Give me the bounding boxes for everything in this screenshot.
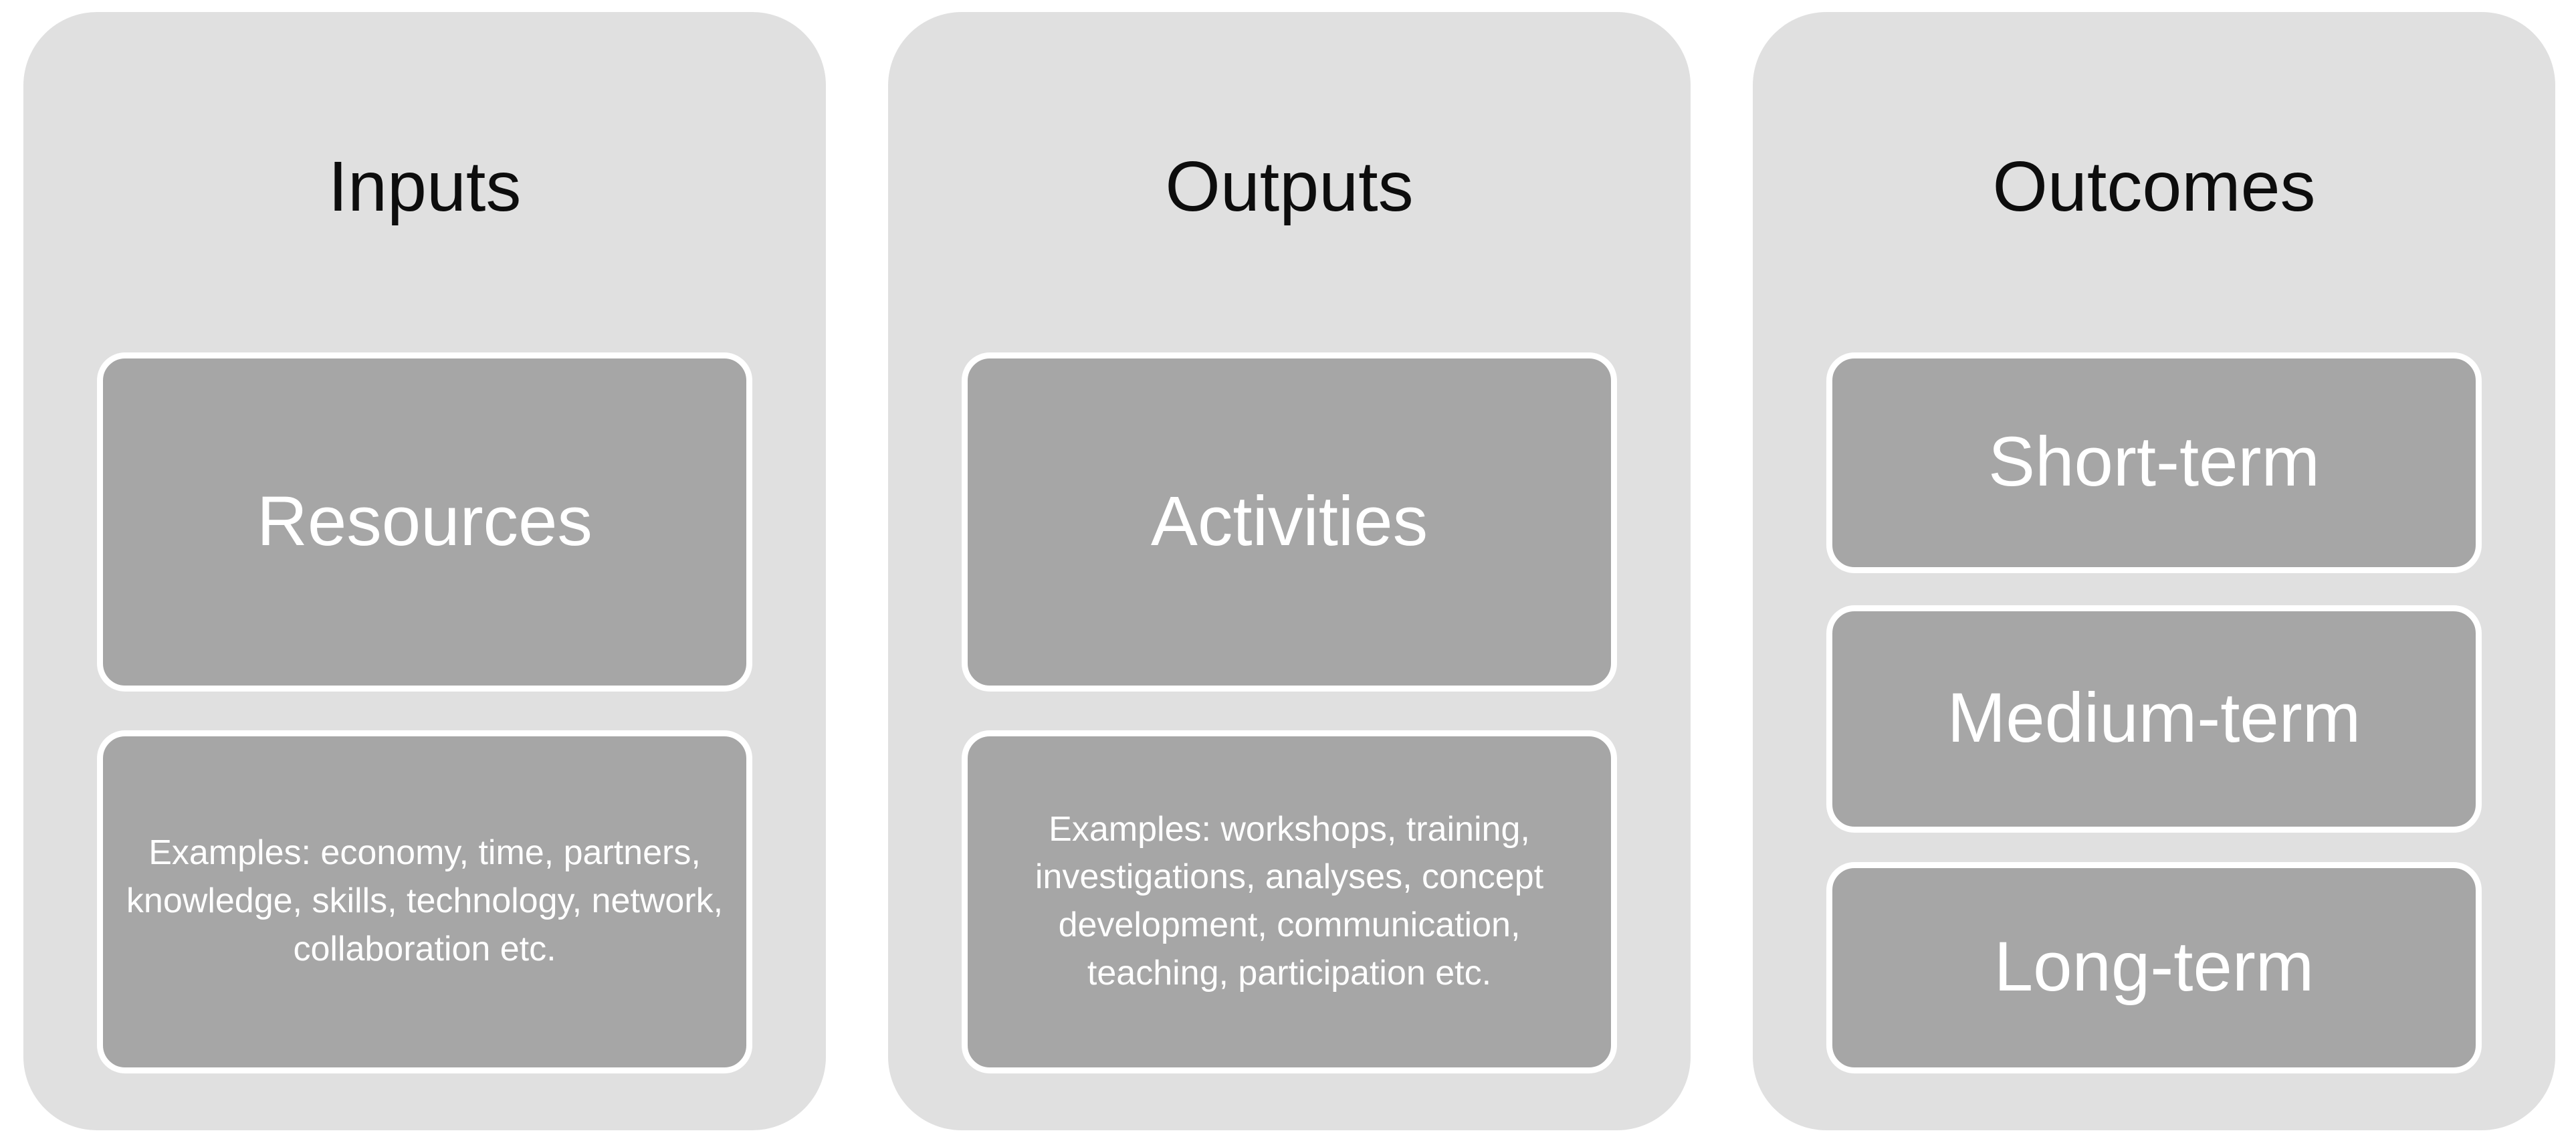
- box-long-term: Long-term: [1826, 861, 2482, 1073]
- panel-title-outcomes: Outcomes: [1992, 147, 2316, 226]
- box-long-term-label: Long-term: [1994, 928, 2315, 1007]
- box-medium-term-label: Medium-term: [1947, 679, 2361, 758]
- panel-title-inputs: Inputs: [328, 147, 522, 226]
- panel-outcomes: Outcomes Short-term Medium-term Long-ter…: [1753, 12, 2555, 1130]
- panel-outputs: Outputs Activities Examples: workshops, …: [888, 12, 1691, 1130]
- box-medium-term: Medium-term: [1826, 605, 2482, 833]
- panel-inputs: Inputs Resources Examples: economy, time…: [23, 12, 826, 1130]
- box-activities-label: Activities: [1150, 482, 1428, 560]
- box-inputs-examples-text: Examples: economy, time, partners, knowl…: [126, 833, 724, 968]
- box-short-term: Short-term: [1826, 352, 2482, 573]
- box-inputs-examples: Examples: economy, time, partners, knowl…: [97, 730, 752, 1073]
- box-resources-label: Resources: [257, 482, 593, 560]
- box-outputs-examples-text: Examples: workshops, training, investiga…: [1035, 809, 1544, 993]
- panel-title-outputs: Outputs: [1165, 147, 1414, 226]
- box-short-term-label: Short-term: [1988, 423, 2320, 502]
- box-resources: Resources: [97, 352, 752, 692]
- box-activities: Activities: [962, 352, 1617, 692]
- box-outputs-examples: Examples: workshops, training, investiga…: [962, 730, 1617, 1073]
